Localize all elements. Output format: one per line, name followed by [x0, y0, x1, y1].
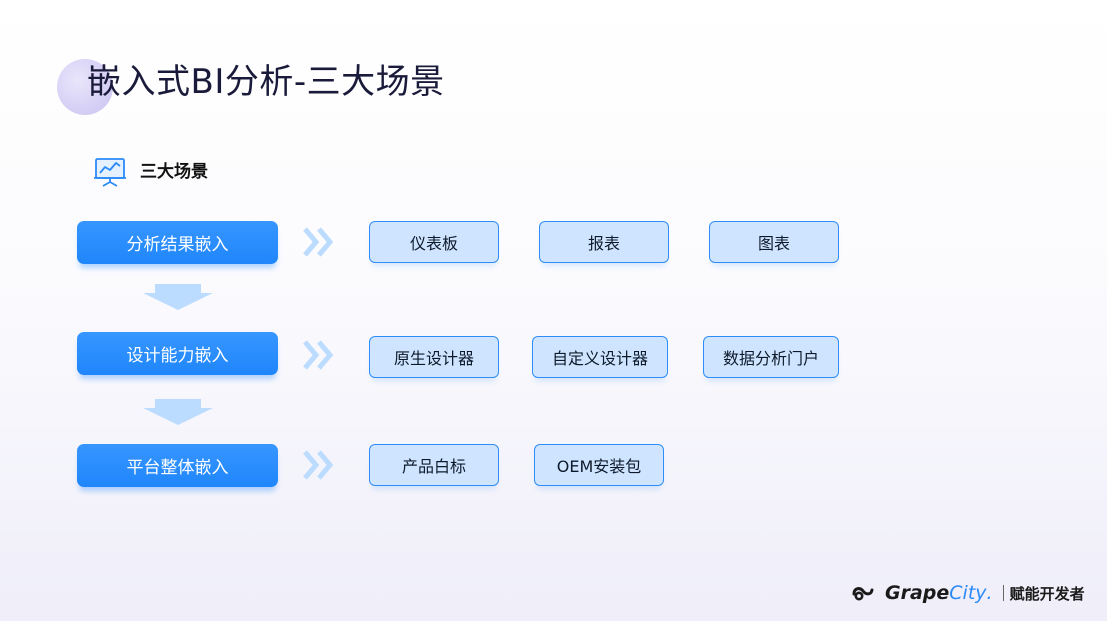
down-arrow-icon — [143, 284, 213, 310]
item-chart: 图表 — [709, 221, 839, 263]
item-data-analysis-portal: 数据分析门户 — [703, 336, 839, 378]
section-label: 三大场景 — [140, 162, 208, 182]
brand-trademark-dot: . — [986, 582, 993, 604]
brand-footer: Grape City . 赋能开发者 — [851, 579, 1085, 607]
item-dashboard: 仪表板 — [369, 221, 499, 263]
brand-divider — [1002, 585, 1004, 601]
double-chevron-right-icon — [303, 450, 334, 480]
item-custom-designer: 自定义设计器 — [532, 336, 668, 378]
double-chevron-right-icon — [303, 227, 334, 257]
item-white-label: 产品白标 — [369, 444, 499, 486]
item-report: 报表 — [539, 221, 669, 263]
brand-name-grape: Grape — [885, 582, 950, 604]
presentation-chart-icon — [94, 158, 126, 187]
decorative-circle — [57, 59, 113, 115]
page-title: 嵌入式BI分析-三大场景 — [87, 62, 445, 102]
down-arrow-icon — [143, 399, 213, 425]
category-platform-embed: 平台整体嵌入 — [77, 444, 278, 487]
item-native-designer: 原生设计器 — [369, 336, 499, 378]
brand-name-city: City — [949, 582, 987, 604]
grapecity-logo-icon — [852, 587, 874, 601]
category-analysis-result-embed: 分析结果嵌入 — [77, 221, 278, 264]
category-design-capability-embed: 设计能力嵌入 — [77, 332, 278, 375]
double-chevron-right-icon — [303, 340, 334, 370]
brand-slogan: 赋能开发者 — [1009, 584, 1085, 603]
item-oem-package: OEM安装包 — [534, 444, 664, 486]
